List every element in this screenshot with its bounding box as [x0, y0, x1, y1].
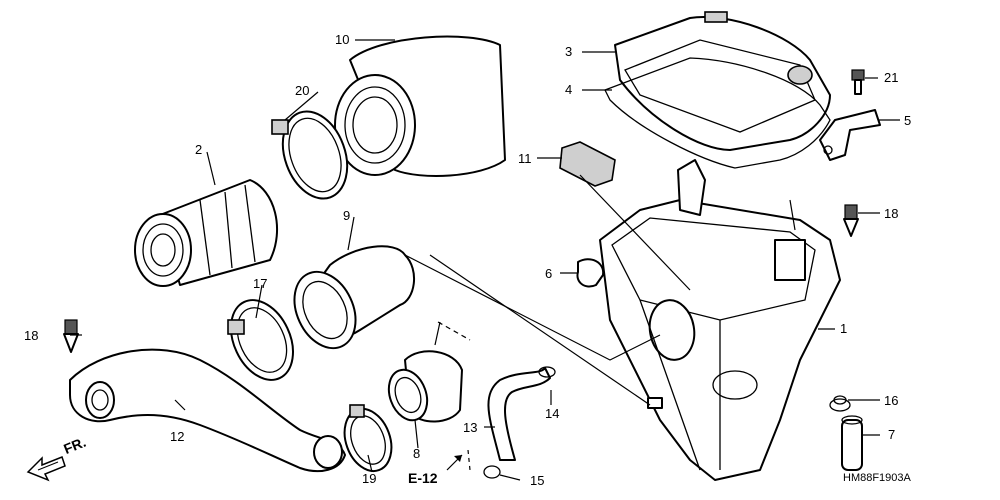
cleaner-cover [134, 179, 278, 287]
case-clip [576, 258, 605, 288]
callout-7: 7 [888, 427, 896, 442]
callout-2: 2 [195, 142, 203, 157]
reference-arrow [446, 454, 463, 471]
connecting-tube [387, 350, 463, 423]
drain-clip [829, 395, 851, 412]
callout-9: 9 [343, 208, 351, 223]
tube-clip-upper [538, 366, 556, 378]
callout-16: 16 [884, 393, 899, 408]
filter-band [271, 110, 349, 200]
callout-18-left: 18 [24, 328, 39, 343]
clip-right [843, 204, 859, 237]
callout-11: 11 [518, 151, 532, 166]
bolt [851, 69, 865, 95]
callout-18-right: 18 [884, 206, 899, 221]
leader-lines [70, 39, 900, 481]
cleaner-tube [293, 245, 416, 350]
callout-17: 17 [253, 276, 268, 291]
callout-13: 13 [463, 420, 478, 435]
callout-12: 12 [170, 429, 185, 444]
clip-left [63, 319, 79, 353]
case-pin [647, 397, 663, 409]
air-cleaner-case [599, 159, 841, 481]
callout-6: 6 [545, 266, 553, 281]
foam-block [559, 141, 616, 187]
callout-5: 5 [904, 113, 912, 128]
callout-4: 4 [565, 82, 573, 97]
air-filter-element [334, 35, 506, 177]
callout-14: 14 [545, 406, 560, 421]
tube-band [227, 299, 294, 381]
callout-8: 8 [413, 446, 421, 461]
front-direction-arrow [26, 456, 66, 482]
reference-label: E-12 [408, 470, 438, 486]
intake-duct [69, 348, 346, 473]
tube-clip-lower [483, 465, 501, 479]
callout-10: 10 [335, 32, 350, 47]
callout-20: 20 [295, 83, 310, 98]
bracket [819, 109, 881, 161]
connector-band [343, 404, 393, 472]
housing-cover [614, 11, 831, 151]
cover-seal [604, 57, 831, 169]
callout-19: 19 [362, 471, 377, 486]
callout-15: 15 [530, 473, 545, 488]
breather-tube [487, 367, 551, 461]
drain-tube [841, 415, 863, 471]
callout-1: 1 [840, 321, 848, 336]
callout-3: 3 [565, 44, 573, 59]
callout-21: 21 [884, 70, 899, 85]
drawing-code: HM88F1903A [843, 472, 911, 484]
